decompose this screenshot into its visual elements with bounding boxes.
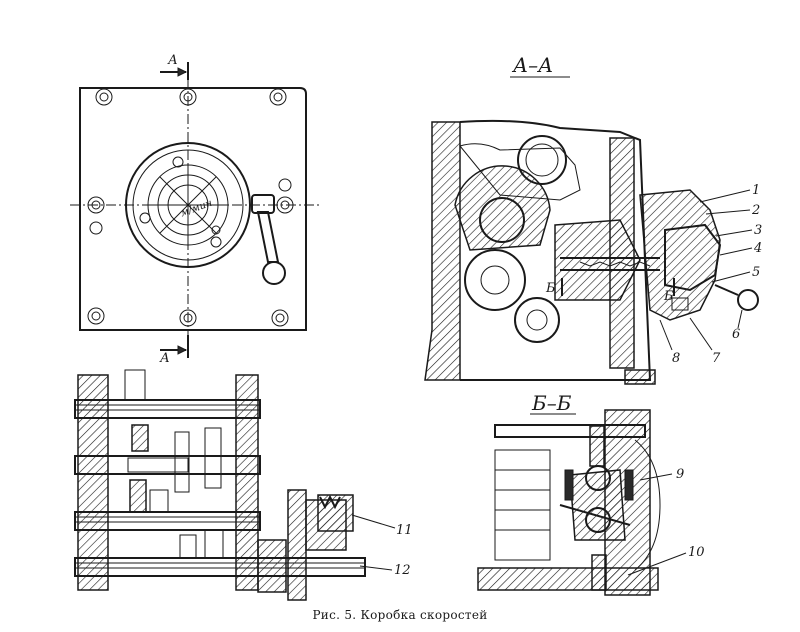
section-b-mark-right: Б (663, 289, 674, 304)
section-b-mark-left: Б (545, 281, 556, 296)
part-11-label: 11 (396, 523, 413, 538)
section-bb: Б–Б 9 10 (477, 391, 705, 596)
output-pulley: 11 12 (257, 489, 413, 601)
gear-cluster-aa (454, 135, 660, 343)
part-6-label: 6 (732, 327, 740, 342)
part-5-label: 5 (752, 265, 760, 280)
part-2-label: 2 (751, 203, 760, 218)
bolt-holes (87, 88, 294, 327)
crank-handle (251, 194, 286, 285)
part-3-label: 3 (754, 223, 762, 238)
section-bb-title: Б–Б (531, 391, 572, 415)
developed-gear-train: 11 12 (74, 369, 413, 601)
section-a-top-label: А (167, 53, 178, 68)
part-12-label: 12 (394, 563, 411, 578)
part-callouts-aa: 1 2 3 4 5 6 7 8 (659, 183, 762, 366)
section-aa-title: А–А (511, 53, 553, 77)
part-4-label: 4 (753, 241, 762, 256)
section-a-bottom-label: А (159, 351, 170, 366)
front-view: А А (70, 53, 320, 366)
gears (124, 369, 224, 559)
part-8-label: 8 (672, 351, 680, 366)
part-10-label: 10 (688, 545, 705, 560)
figure-caption: Рис. 5. Коробка скоростей (312, 608, 488, 622)
part-7-label: 7 (712, 351, 721, 366)
part-9-label: 9 (676, 467, 684, 482)
section-aa: А–А 1 (424, 53, 762, 385)
part-1-label: 1 (752, 183, 760, 198)
